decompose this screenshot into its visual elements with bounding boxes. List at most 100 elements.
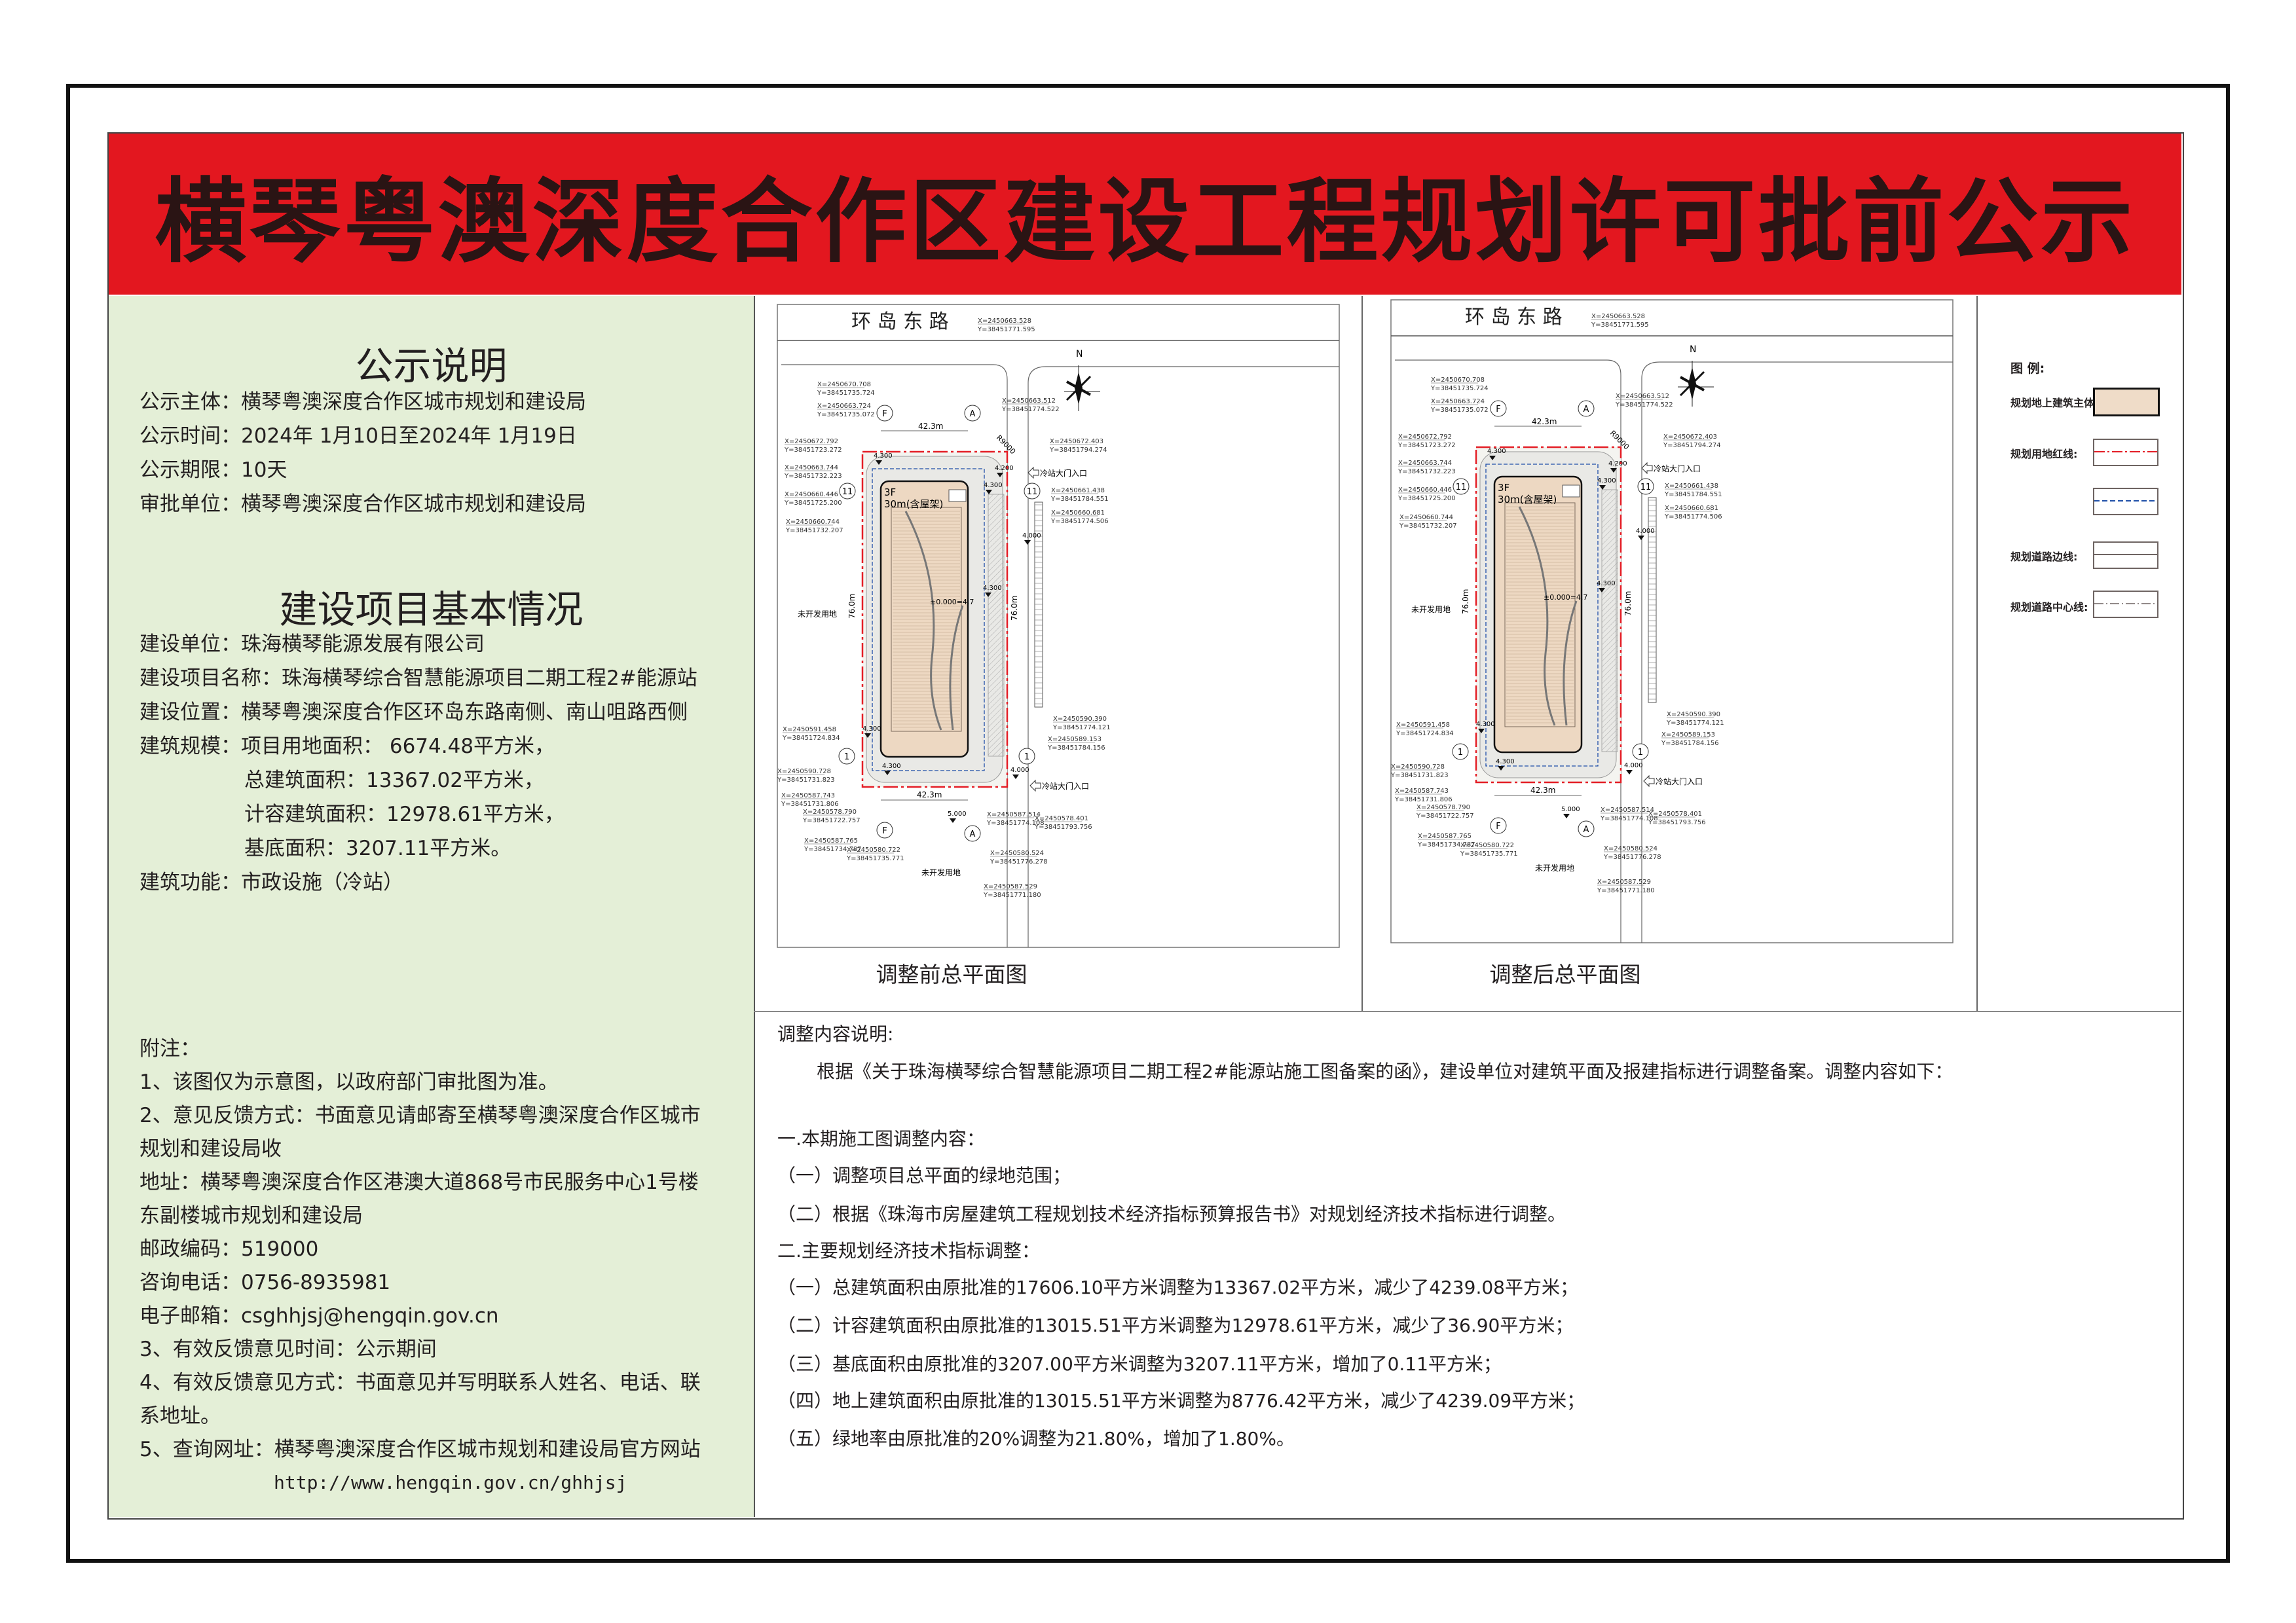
width-dimension: 42.3m (918, 422, 943, 431)
axis-label: F (882, 409, 887, 419)
axis-bubble (1578, 400, 1595, 417)
coordinate-y: Y=38451723.272 (1398, 442, 1456, 449)
coordinate-y: Y=38451731.806 (781, 801, 839, 808)
entrance-arrow-icon (1029, 779, 1041, 792)
elevation-marker-icon (986, 490, 992, 494)
legend-swatch-building (2093, 388, 2160, 416)
coordinate-x: X=2450578.790 (1416, 804, 1470, 811)
notes-line: 系地址。 (139, 1404, 221, 1428)
adjustment-item: （二）计容建筑面积由原批准的13015.51平方米调整为12978.61平方米，… (777, 1315, 1574, 1336)
coordinate-x: X=2450580.722 (1460, 842, 1514, 849)
building-footprint (880, 480, 969, 758)
axis-label: 1 (844, 752, 849, 762)
notes-line: 东副楼城市规划和建设局 (139, 1204, 363, 1228)
notice-line: 审批单位：横琴粤澳深度合作区城市规划和建设局 (139, 492, 586, 516)
notice-heading: 公示说明 (355, 344, 508, 388)
stair-element (1648, 497, 1657, 703)
hatched-zone (1601, 489, 1618, 752)
width-dimension: 42.3m (1530, 786, 1555, 795)
north-label: N (1076, 349, 1083, 359)
section-divider (754, 1011, 2181, 1012)
axis-label: A (970, 830, 976, 839)
notes-line: 电子邮箱：csghhjsj@hengqin.gov.cn (139, 1304, 499, 1328)
notes-heading: 附注： (139, 1037, 200, 1061)
adjustment-item: （四）地上建筑面积由原批准的13015.51平方米调整为8776.42平方米，减… (777, 1390, 1585, 1412)
entrance-arrow-icon (1641, 462, 1653, 475)
adjustment-heading: 调整内容说明: (777, 1023, 894, 1045)
coordinate-y: Y=38451793.756 (1648, 819, 1706, 826)
coordinate-y: Y=38451771.595 (1591, 321, 1649, 329)
notes-line: 地址：横琴粤澳深度合作区港澳大道868号市民服务中心1号楼 (139, 1171, 699, 1194)
coordinate-y: Y=38451732.207 (785, 527, 843, 534)
roof-outline (1504, 502, 1576, 727)
roof-curve (904, 511, 942, 731)
axis-bubble (964, 405, 981, 422)
adjustment-section-1: 一.本期施工图调整内容： (777, 1128, 985, 1150)
elevation-label: 5.000 (948, 811, 967, 818)
coordinate-y: Y=38451734.787 (804, 846, 862, 853)
coordinate-y: Y=38451723.272 (784, 447, 842, 454)
coordinate-y: Y=38451735.072 (1430, 407, 1489, 414)
length-dimension: 76.0m (847, 594, 857, 619)
undeveloped-land-label: 未开发用地 (798, 609, 837, 619)
plans-divider (1361, 296, 1363, 1011)
elevation-label: 4.300 (1487, 448, 1506, 455)
plan-frame (1390, 299, 1953, 943)
coordinate-x: X=2450587.529 (1597, 879, 1651, 886)
axis-bubble (1018, 748, 1035, 765)
coordinate-x: X=2450660.446 (1398, 486, 1452, 494)
axis-label: 1 (1458, 748, 1463, 757)
setback-line (1485, 464, 1599, 767)
road-name-label: 环 岛 东 路 (851, 310, 949, 333)
coordinate-y: Y=38451793.756 (1034, 824, 1092, 831)
legend-label: 规划地上建筑主体: (2010, 397, 2099, 409)
entrance-label: 冷站大门入口 (1040, 468, 1087, 478)
coordinate-x: X=2450672.792 (1398, 433, 1452, 441)
axis-bubble (1632, 743, 1649, 760)
coordinate-y: Y=38451774.121 (1052, 724, 1111, 731)
coordinate-x: X=2450663.744 (785, 464, 838, 471)
axis-label: 11 (842, 487, 853, 497)
coordinate-x: X=2450672.403 (1050, 438, 1103, 445)
entrance-label: 冷站大门入口 (1042, 781, 1089, 791)
project-line: 总建筑面积：13367.02平方米， (244, 769, 544, 792)
axis-bubble (1490, 400, 1507, 417)
coordinate-y: Y=38451774.121 (1666, 720, 1724, 727)
axis-label: A (970, 409, 976, 419)
coordinate-x: X=2450578.401 (1648, 811, 1702, 818)
floors-label: 3F (884, 486, 896, 498)
coordinate-y: Y=38451776.278 (990, 858, 1048, 866)
axis-label: A (1583, 825, 1589, 835)
page-title: 横琴粤澳深度合作区建设工程规划许可批前公示 (155, 169, 2136, 276)
coordinate-y: Y=38451776.278 (1603, 854, 1661, 861)
legend-divider (1976, 296, 1978, 1011)
coordinate-y: Y=38451722.757 (802, 817, 861, 824)
road-edge-line (1641, 361, 1953, 943)
elevation-label: 4.300 (862, 725, 881, 733)
coordinate-x: X=2450660.744 (1399, 514, 1453, 521)
axis-label: 11 (1640, 483, 1652, 492)
elevation-label: 4.300 (882, 763, 901, 770)
website-link[interactable]: http://www.hengqin.gov.cn/ghhjsj (274, 1472, 627, 1493)
site-boundary-red-line (1475, 446, 1622, 784)
coordinate-y: Y=38451734.787 (1417, 841, 1475, 848)
coordinate-y: Y=38451722.757 (1416, 812, 1474, 820)
notes-line: 3、有效反馈意见时间：公示期间 (139, 1338, 437, 1361)
outer-border (66, 84, 2230, 1563)
elevation-marker-icon (985, 593, 991, 597)
